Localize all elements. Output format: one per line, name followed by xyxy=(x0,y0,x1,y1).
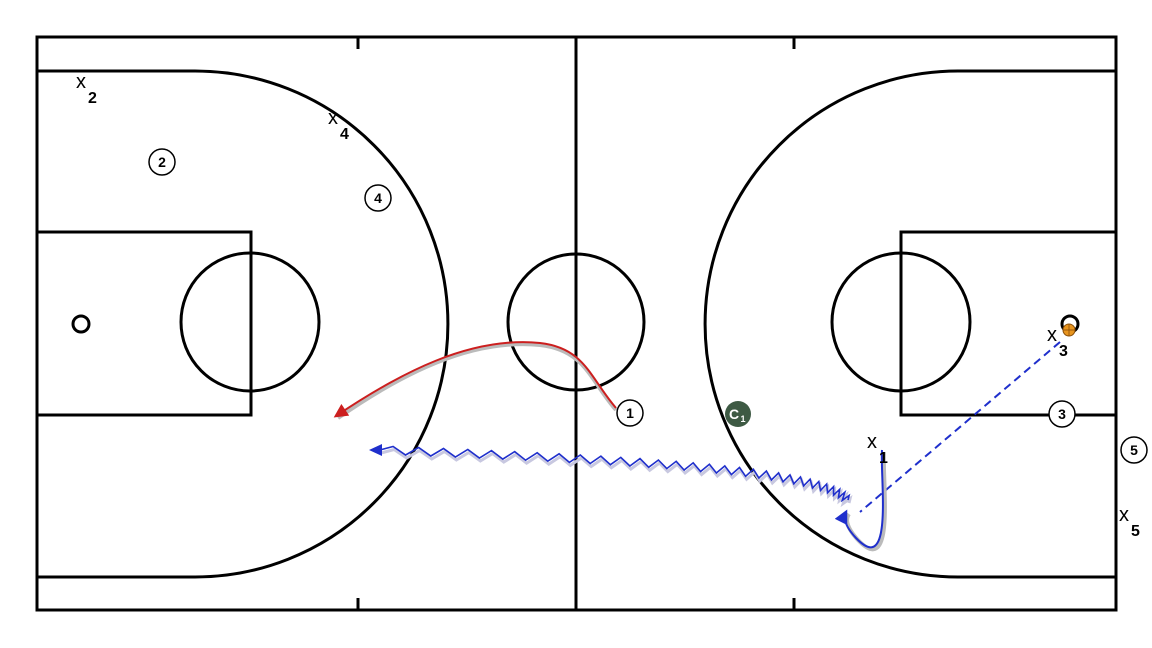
offense-player-1: 1 xyxy=(616,399,644,427)
defense-player-mark: x xyxy=(328,107,338,129)
offense-player-label: 4 xyxy=(374,190,382,206)
coach-marker: C 1 xyxy=(725,401,751,427)
coach-number: 1 xyxy=(740,414,745,424)
dribble-path-shadow xyxy=(380,447,853,508)
defense-player-number: 3 xyxy=(1059,343,1068,360)
offense-player-label: 5 xyxy=(1130,442,1138,458)
dribble-arrowhead xyxy=(369,444,382,456)
defense-player-mark: x xyxy=(867,431,877,453)
cut-path-shadow xyxy=(336,342,618,420)
offense-player-5: 5 xyxy=(1120,436,1148,464)
three-point-line-left xyxy=(37,69,450,579)
center-circle xyxy=(506,252,646,392)
defense-player-number: 2 xyxy=(88,90,97,107)
defense-player-3: x 3 xyxy=(1047,324,1068,360)
movement-path xyxy=(834,449,884,549)
offense-player-label: 2 xyxy=(158,154,166,170)
dribble-path xyxy=(379,445,851,503)
free-throw-circle-left xyxy=(179,251,321,393)
three-point-line-right xyxy=(703,69,1116,579)
cut-path xyxy=(333,341,617,418)
offense-player-4: 4 xyxy=(364,184,392,212)
basketball-icon xyxy=(1062,323,1076,337)
pass-line xyxy=(859,341,1061,513)
defense-player-number: 5 xyxy=(1131,523,1140,540)
free-throw-circle-right xyxy=(830,251,972,393)
offense-player-2: 2 xyxy=(148,148,176,176)
defense-player-4: x 4 xyxy=(328,107,349,143)
defense-player-mark: x xyxy=(1047,324,1057,346)
defense-player-2: x 2 xyxy=(76,71,97,107)
court-lines xyxy=(35,35,1118,612)
defense-player-number: 1 xyxy=(879,450,888,467)
paint-right xyxy=(899,230,1118,417)
defense-player-1: x 1 xyxy=(867,431,888,467)
defense-player-mark: x xyxy=(76,71,86,93)
defense-player-number: 4 xyxy=(340,126,349,143)
paint-left xyxy=(35,230,253,417)
defense-player-mark: x xyxy=(1119,504,1129,526)
offense-player-3: 3 xyxy=(1048,400,1076,428)
defense-player-5: x 5 xyxy=(1119,504,1140,540)
offense-player-label: 3 xyxy=(1058,406,1066,422)
coach-label: C xyxy=(729,406,739,422)
offense-player-label: 1 xyxy=(626,405,634,421)
hoop-left xyxy=(71,314,91,334)
